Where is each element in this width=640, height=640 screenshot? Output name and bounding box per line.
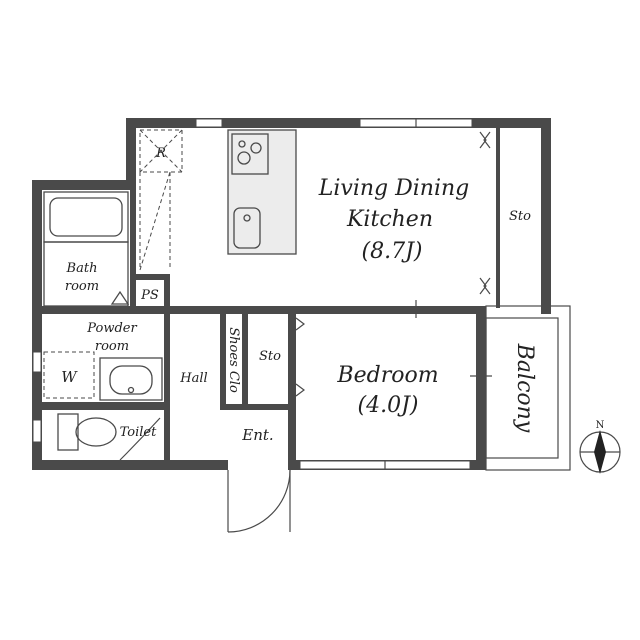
doors [227, 131, 492, 533]
refrigerator-label: R [155, 146, 166, 161]
toilet-fixture [57, 413, 161, 461]
balcony-label: Balcony [512, 343, 537, 433]
kitchen-counter [227, 129, 297, 255]
balcony [485, 305, 571, 471]
entrance-label: Ent. [241, 426, 273, 444]
hall-label: Hall [179, 371, 207, 386]
room-labels: Living Dining Kitchen (8.7J) Bedroom (4.… [61, 146, 537, 444]
ldk-label-line1: Living Dining [318, 176, 470, 201]
washer-space [43, 351, 95, 399]
bathtub [43, 191, 130, 307]
washbasin [99, 357, 163, 401]
toilet-label: Toilet [120, 425, 157, 440]
washer-label: W [61, 368, 78, 386]
north-arrow-icon [594, 430, 606, 474]
powder-room-label-line2: room [95, 339, 129, 354]
bedroom-size: (4.0J) [358, 393, 419, 418]
ldk-label-line2: Kitchen [346, 207, 433, 232]
ldk-size: (8.7J) [362, 239, 423, 264]
refrigerator-space [139, 129, 183, 271]
ps-label: PS [140, 288, 159, 303]
windows [32, 118, 473, 470]
shoes-closet-label: Shoes Clo [226, 327, 241, 393]
north-compass: N [579, 420, 621, 474]
interior-walls [32, 128, 500, 470]
bathroom-label-line2: room [65, 279, 99, 294]
north-label: N [596, 420, 605, 431]
powder-room-label-line1: Powder [86, 321, 137, 336]
bathroom-label-line1: Bath [66, 261, 98, 276]
storage-hall-label: Sto [259, 349, 281, 364]
storage-ldk-label: Sto [509, 209, 531, 224]
bedroom-label: Bedroom [336, 363, 438, 388]
